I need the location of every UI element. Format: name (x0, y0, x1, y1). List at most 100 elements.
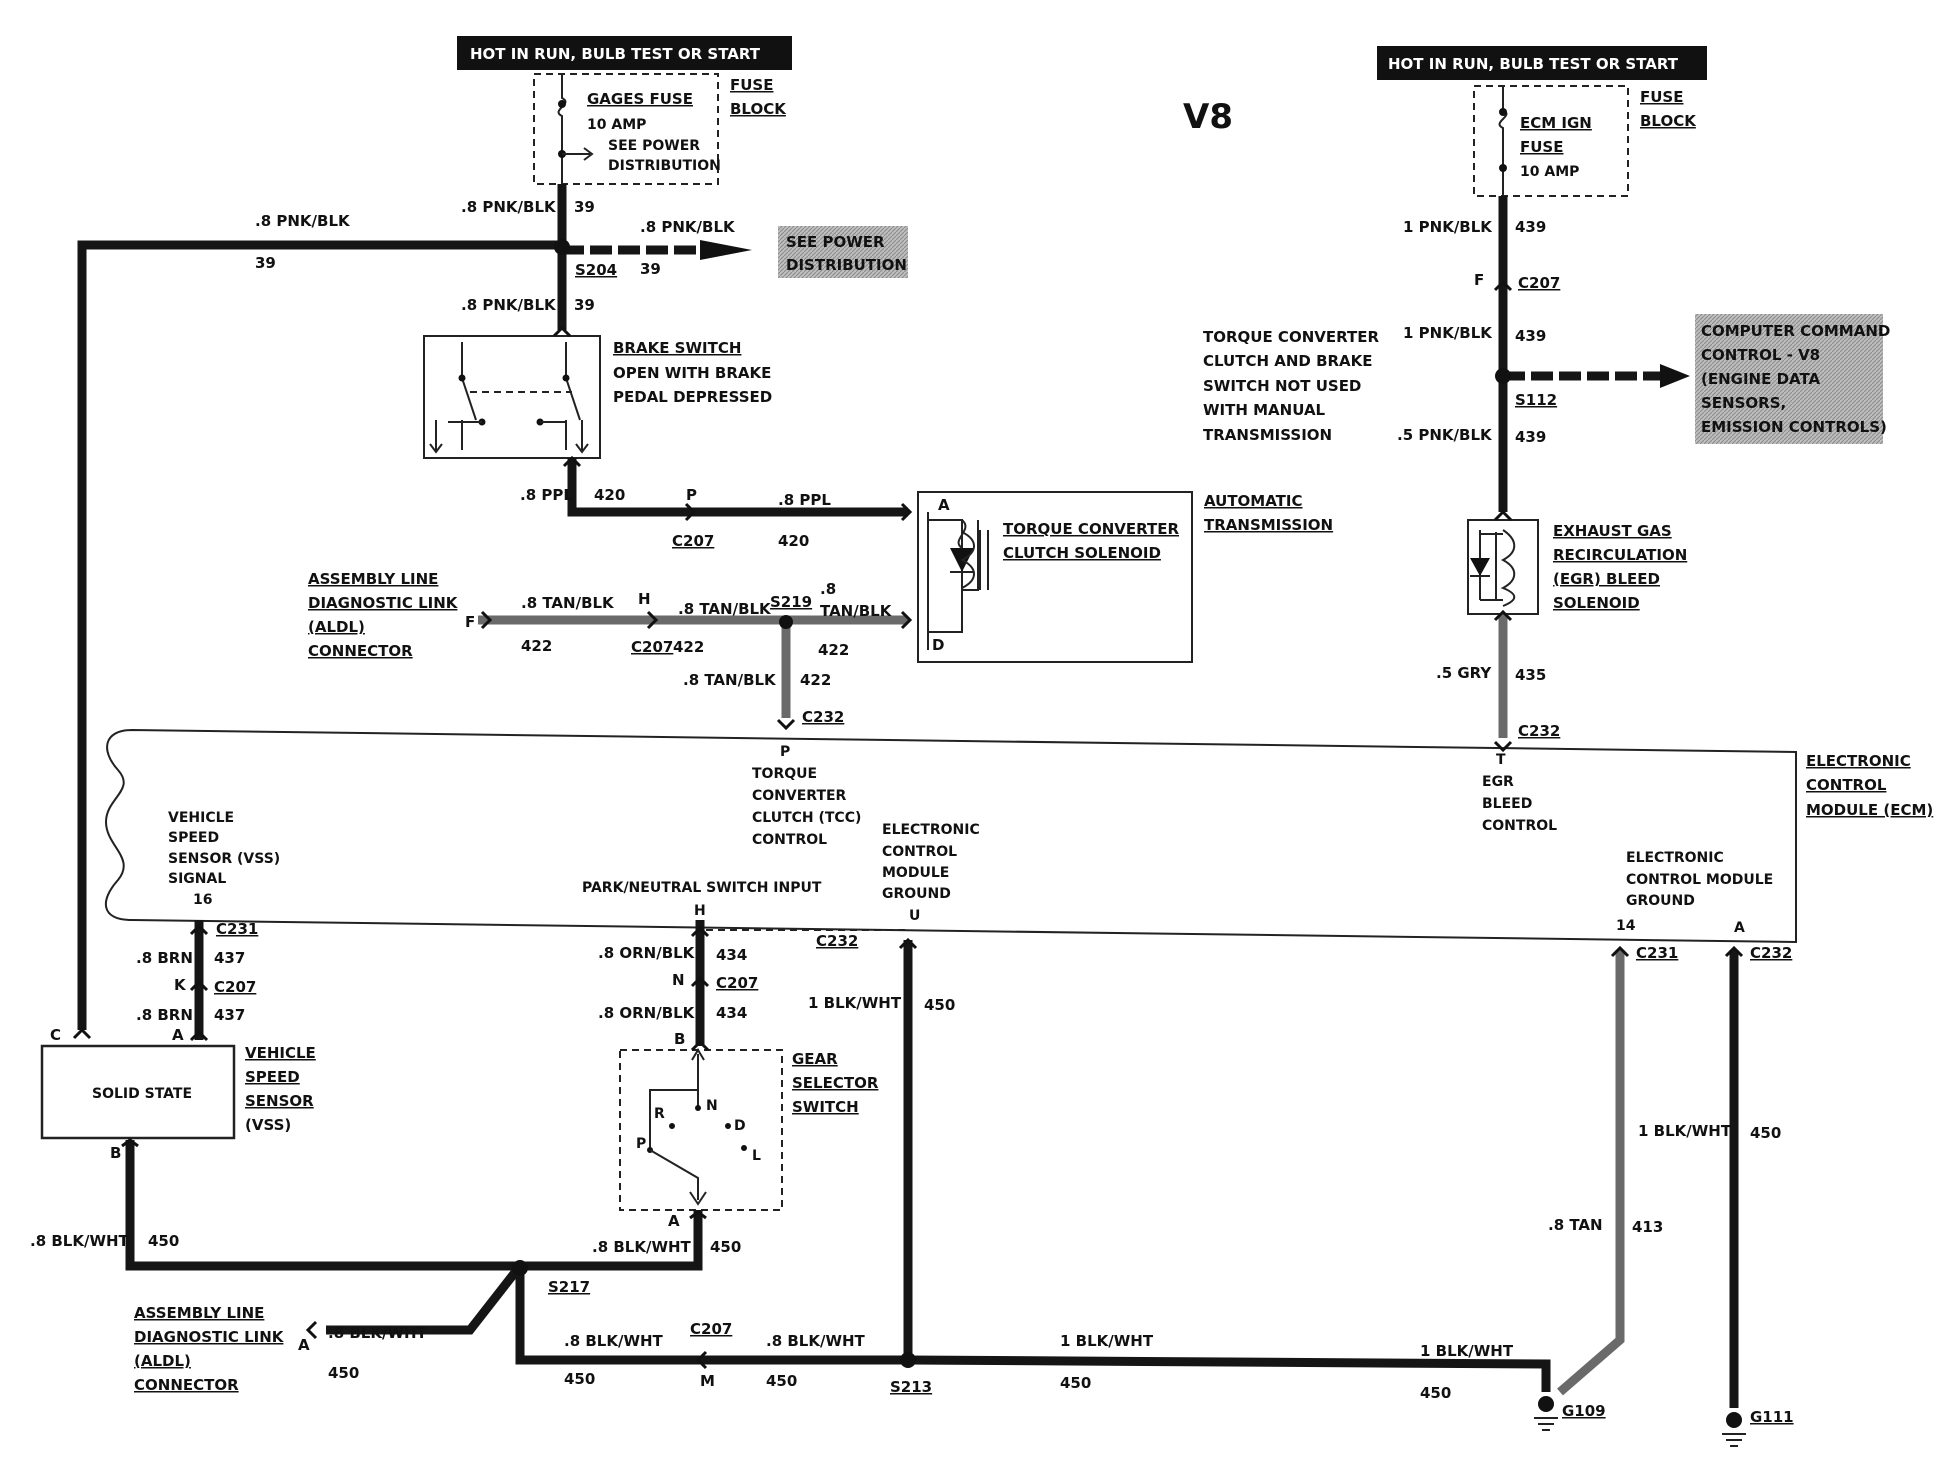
wire-label-1pnkblk-1: 1 PNK/BLK (1403, 218, 1493, 236)
wire-label-brn-1: .8 BRN (136, 949, 193, 967)
tcc-note-5: TRANSMISSION (1203, 426, 1332, 444)
connector-c232-422: C232 (802, 708, 844, 726)
wire-num-420-2: 420 (778, 532, 809, 550)
gear-selector-label-1: GEAR (792, 1050, 838, 1068)
gages-fuse-amp: 10 AMP (587, 117, 646, 133)
wire-label-8blkwht-2: .8 BLK/WHT (592, 1238, 692, 1256)
brake-switch (423, 335, 601, 459)
ecm-pin-p: P (780, 744, 790, 760)
ecm-pin-14: 14 (1616, 918, 1636, 934)
connector-c207-439: C207 (1518, 274, 1560, 292)
connector-c207-437: C207 (214, 978, 256, 996)
wire-num-439-1: 439 (1515, 218, 1546, 236)
wire-label-tanblk-3a: .8 (820, 580, 836, 598)
fuse-block-left-2: BLOCK (730, 100, 787, 118)
egr-label-2: RECIRCULATION (1553, 546, 1687, 564)
wire-num-39-1: 39 (574, 198, 595, 216)
ecm-ground-14-3: GROUND (1626, 893, 1695, 909)
svg-text:L: L (752, 1148, 761, 1164)
wire-num-439-3: 439 (1515, 428, 1546, 446)
wire-num-439-2: 439 (1515, 327, 1546, 345)
computer-command-control-box: COMPUTER COMMAND CONTROL - V8 (ENGINE DA… (1695, 314, 1890, 444)
wire-num-450-5: 450 (564, 1370, 595, 1388)
ecm-pin-h: H (694, 903, 706, 919)
ecm-module (104, 728, 1797, 944)
fuse-block-right-1: FUSE (1640, 88, 1683, 106)
ecm-ground-14-1: ELECTRONIC (1626, 850, 1724, 866)
svg-text:EMISSION CONTROLS): EMISSION CONTROLS) (1701, 418, 1887, 436)
wire-413 (1557, 950, 1625, 1396)
tcc-pin-d: D (932, 636, 944, 654)
wire-label-ppl-1: .8 PPL (520, 486, 573, 504)
fuse-block-right-2: BLOCK (1640, 112, 1697, 130)
vss-pin-a: A (172, 1026, 184, 1044)
connector-c232-450: C232 (816, 932, 858, 950)
ground-g109-icon (1534, 1396, 1558, 1431)
pin-p-c207: P (686, 486, 697, 504)
wire-num-39-2: 39 (255, 254, 276, 272)
ecm-ground-u-2: CONTROL (882, 844, 957, 860)
ecm-label-2: CONTROL (1806, 776, 1887, 794)
wire-num-450-2: 450 (148, 1232, 179, 1250)
wire-label-tanblk-1: .8 TAN/BLK (521, 594, 615, 612)
wire-450 (125, 940, 1739, 1408)
aldl-bottom-3: (ALDL) (134, 1352, 191, 1370)
svg-text:SEE POWER: SEE POWER (786, 233, 885, 251)
aldl-top-4: CONNECTOR (308, 642, 413, 660)
wire-label-1blkwht-1: 1 BLK/WHT (808, 994, 902, 1012)
svg-text:P: P (636, 1136, 646, 1152)
ecm-tcc-2: CONVERTER (752, 788, 847, 804)
ecm-label-1: ELECTRONIC (1806, 752, 1911, 770)
wire-label-brn-2: .8 BRN (136, 1006, 193, 1024)
wire-num-450-8: 450 (1420, 1384, 1451, 1402)
svg-text:SOLID STATE: SOLID STATE (92, 1086, 192, 1102)
splice-s217: S217 (548, 1278, 590, 1296)
ecm-egr-1: EGR (1482, 774, 1514, 790)
automatic-transmission-2: TRANSMISSION (1204, 516, 1333, 534)
wire-num-422-4: 422 (800, 671, 831, 689)
ecm-pin-16: 16 (193, 892, 212, 908)
ecm-vss-2: SPEED (168, 830, 219, 846)
egr-label-3: (EGR) BLEED (1553, 570, 1660, 588)
wire-num-420-1: 420 (594, 486, 625, 504)
svg-text:HOT IN RUN, BULB TEST OR STA: HOT IN RUN, BULB TEST OR START (470, 45, 761, 63)
wire-num-450-1: 450 (924, 996, 955, 1014)
svg-text:SENSORS,: SENSORS, (1701, 394, 1786, 412)
svg-text:COMPUTER COMMAND: COMPUTER COMMAND (1701, 322, 1890, 340)
vss-label-2: SPEED (245, 1068, 300, 1086)
tcc-pin-a: A (938, 496, 950, 514)
wire-label-8blkwht-5: .8 BLK/WHT (766, 1332, 866, 1350)
tcc-note-2: CLUTCH AND BRAKE (1203, 352, 1373, 370)
ground-g111-icon (1722, 1412, 1746, 1447)
wire-num-450-7: 450 (1060, 1374, 1091, 1392)
see-power-distribution-box: SEE POWER DISTRIBUTION (778, 226, 908, 278)
ecm-fuse-name-2: FUSE (1520, 138, 1563, 156)
aldl-top-2: DIAGNOSTIC LINK (308, 594, 459, 612)
wire-label-1blkwht-4: 1 BLK/WHT (1638, 1122, 1732, 1140)
splice-s213: S213 (890, 1378, 932, 1396)
wire-num-450-9: 450 (1750, 1124, 1781, 1142)
wire-num-434-1: 434 (716, 946, 747, 964)
wire-num-422-2: 422 (673, 638, 704, 656)
wire-label-ornblk-1: .8 ORN/BLK (598, 944, 696, 962)
ecm-fuse-name-1: ECM IGN (1520, 114, 1592, 132)
connector-c232-435: C232 (1518, 722, 1560, 740)
ecm-pin-t: T (1496, 752, 1506, 768)
brake-switch-label-3: PEDAL DEPRESSED (613, 388, 772, 406)
ground-g109: G109 (1562, 1402, 1606, 1420)
vss-label-3: SENSOR (245, 1092, 314, 1110)
connector-c207-422: C207 (631, 638, 673, 656)
wire-420 (567, 458, 908, 517)
splice-s204: S204 (575, 261, 617, 279)
ecm-tcc-4: CONTROL (752, 832, 827, 848)
egr-label-1: EXHAUST GAS (1553, 522, 1672, 540)
wire-num-437-2: 437 (214, 1006, 245, 1024)
wire-label-5pnkblk: .5 PNK/BLK (1397, 426, 1493, 444)
wire-label-8tan: .8 TAN (1548, 1216, 1603, 1234)
vss-pin-c: C (50, 1026, 61, 1044)
svg-text:(ENGINE DATA: (ENGINE DATA (1701, 370, 1821, 388)
wire-label-pnkblk-2: .8 PNK/BLK (255, 212, 351, 230)
ecm-egr-3: CONTROL (1482, 818, 1557, 834)
connector-c232-g111: C232 (1750, 944, 1792, 962)
